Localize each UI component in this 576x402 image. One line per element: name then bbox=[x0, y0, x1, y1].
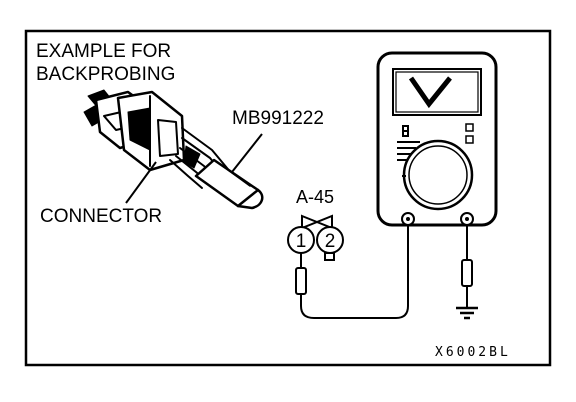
connector-a45-symbol bbox=[287, 214, 344, 261]
ground-lead bbox=[461, 225, 473, 308]
connector-label: CONNECTOR bbox=[40, 206, 162, 227]
connector-leader-line bbox=[125, 161, 157, 204]
ground-symbol-icon bbox=[456, 306, 478, 320]
backprobe-lead bbox=[295, 222, 409, 319]
dc-voltmeter-icon bbox=[376, 51, 498, 227]
pin-2-label: 2 bbox=[325, 231, 336, 252]
title-line-1: EXAMPLE FOR bbox=[36, 41, 171, 62]
title-line-2: BACKPROBING bbox=[36, 64, 175, 85]
diagram-frame bbox=[24, 29, 552, 367]
figure-code: X6002BL bbox=[435, 345, 511, 360]
tool-label: MB991222 bbox=[232, 108, 324, 129]
connector-illustration bbox=[83, 89, 264, 210]
tool-leader-line bbox=[231, 133, 263, 173]
connector-id-label: A-45 bbox=[296, 187, 334, 207]
pin-1-label: 1 bbox=[296, 231, 307, 252]
